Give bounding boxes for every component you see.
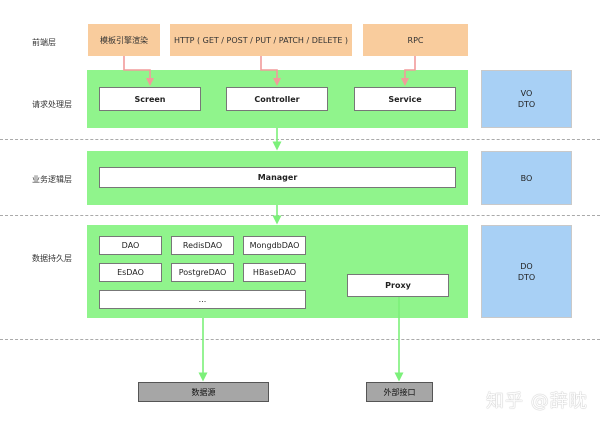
request-objects-box: VO DTO	[481, 70, 572, 128]
hbasedao-box: HBaseDAO	[243, 263, 306, 282]
persistence-objects-line2: DTO	[517, 272, 536, 282]
manager-box: Manager	[99, 167, 456, 188]
controller-box: Controller	[226, 87, 328, 111]
business-objects-line1: BO	[520, 173, 533, 183]
more-dao-box: ...	[99, 290, 306, 309]
watermark: 知乎 @辞眈	[486, 391, 588, 412]
layer-label-frontend: 前端层	[32, 38, 56, 47]
arrow-template-to-screen	[123, 56, 154, 86]
external-interface-box: 外部接口	[366, 382, 433, 402]
mongodbdao-box: MongdbDAO	[243, 236, 306, 255]
redisdao-box: RedisDAO	[171, 236, 234, 255]
frontend-to-request-arrows	[123, 56, 416, 86]
screen-box: Screen	[99, 87, 201, 111]
layer-divider-3	[0, 339, 600, 340]
esdao-box: EsDAO	[99, 263, 162, 282]
request-objects-line2: DTO	[517, 100, 536, 109]
layer-label-request: 请求处理层	[32, 100, 72, 109]
layer-divider-1	[0, 139, 600, 140]
frontend-box-rpc: RPC	[363, 24, 468, 56]
layer-flow-arrows	[198, 128, 404, 382]
service-box: Service	[354, 87, 456, 111]
persistence-objects-line1: DO	[520, 261, 533, 271]
proxy-box: Proxy	[347, 274, 449, 297]
persistence-objects-box: DO DTO	[481, 225, 572, 318]
frontend-box-template-engine: 模板引擎渲染	[88, 24, 160, 56]
datasource-box: 数据源	[138, 382, 269, 402]
postgredao-box: PostgreDAO	[171, 263, 234, 282]
arrow-http-to-controller	[260, 56, 281, 86]
arrow-rpc-to-service	[401, 56, 416, 86]
layer-label-persistence: 数据持久层	[32, 254, 72, 263]
business-objects-box: BO	[481, 151, 572, 205]
layer-label-business: 业务逻辑层	[32, 175, 72, 184]
layer-divider-2	[0, 215, 600, 216]
request-objects-line1: VO	[520, 89, 533, 98]
frontend-box-http: HTTP ( GET / POST / PUT / PATCH / DELETE…	[170, 24, 352, 56]
dao-box: DAO	[99, 236, 162, 255]
